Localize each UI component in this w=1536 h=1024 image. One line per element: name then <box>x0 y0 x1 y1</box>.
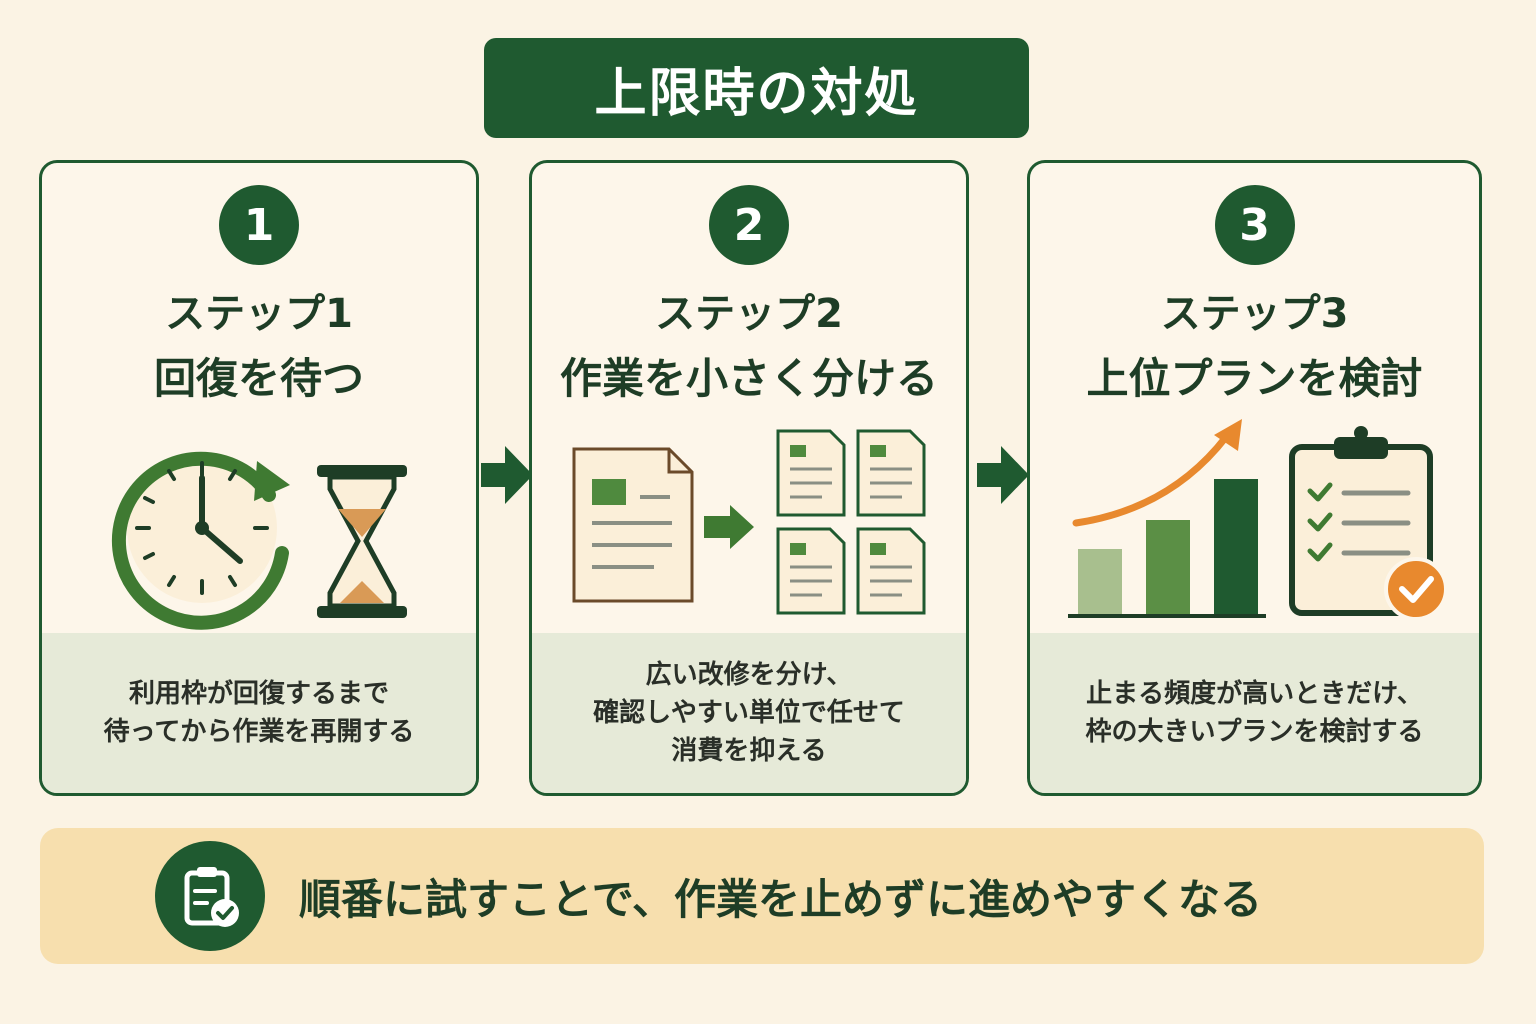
small-arrow-icon <box>704 505 754 549</box>
step-title-3: 上位プランを検討 <box>1086 354 1423 403</box>
growth-chart-icon <box>1068 419 1266 618</box>
step-description-3-line-2: 枠の大きいプランを検討する <box>1085 717 1424 747</box>
step-illustration-1 <box>42 413 476 643</box>
step-description-1-line-2: 待ってから作業を再開する <box>103 717 415 747</box>
step-description-1: 利用枠が回復するまで 待ってから作業を再開する <box>42 633 476 793</box>
step-description-2: 広い改修を分け、 確認しやすい単位で任せて 消費を抑える <box>532 633 966 793</box>
title-banner: 上限時の対処 <box>484 38 1029 138</box>
step-title-1: 回復を待つ <box>153 354 364 403</box>
step-number-2: 2 <box>709 185 789 265</box>
step-card-1: 1 ステップ1 回復を待つ <box>39 160 479 796</box>
document-icon <box>572 447 694 603</box>
step-illustration-3 <box>1030 413 1479 643</box>
summary-banner: 順番に試すことで、作業を止めずに進めやすくなる <box>40 828 1484 964</box>
step-description-2-line-1: 広い改修を分け、 <box>645 660 853 690</box>
step-label-2: ステップ2 <box>655 291 843 337</box>
step-number-1: 1 <box>219 185 299 265</box>
step-card-3: 3 ステップ3 上位プランを検討 <box>1027 160 1482 796</box>
step-description-2-line-2: 確認しやすい単位で任せて <box>593 698 905 728</box>
step-illustration-2 <box>532 413 966 643</box>
hourglass-icon <box>317 465 407 618</box>
step-description-3: 止まる頻度が高いときだけ、 枠の大きいプランを検討する <box>1030 633 1479 793</box>
step-description-2-line-3: 消費を抑える <box>671 736 827 766</box>
clipboard-check-icon <box>155 841 265 951</box>
page-title: 上限時の対処 <box>594 63 919 124</box>
step-label-1: ステップ1 <box>165 291 353 337</box>
step-description-3-line-1: 止まる頻度が高いときだけ、 <box>1086 679 1423 709</box>
flow-arrow-1 <box>477 440 537 510</box>
step-card-2: 2 ステップ2 作業を小さく分ける <box>529 160 969 796</box>
step-label-3: ステップ3 <box>1160 291 1349 337</box>
clock-refresh-icon <box>111 451 290 630</box>
flow-arrow-2 <box>973 440 1033 510</box>
step-description-1-line-1: 利用枠が回復するまで <box>128 679 389 709</box>
checklist-clipboard-icon <box>1289 426 1448 621</box>
split-documents-icon <box>776 429 926 615</box>
step-number-3: 3 <box>1214 185 1295 265</box>
summary-text: 順番に試すことで、作業を止めずに進めやすくなる <box>299 874 1263 924</box>
step-title-2: 作業を小さく分ける <box>559 354 938 403</box>
